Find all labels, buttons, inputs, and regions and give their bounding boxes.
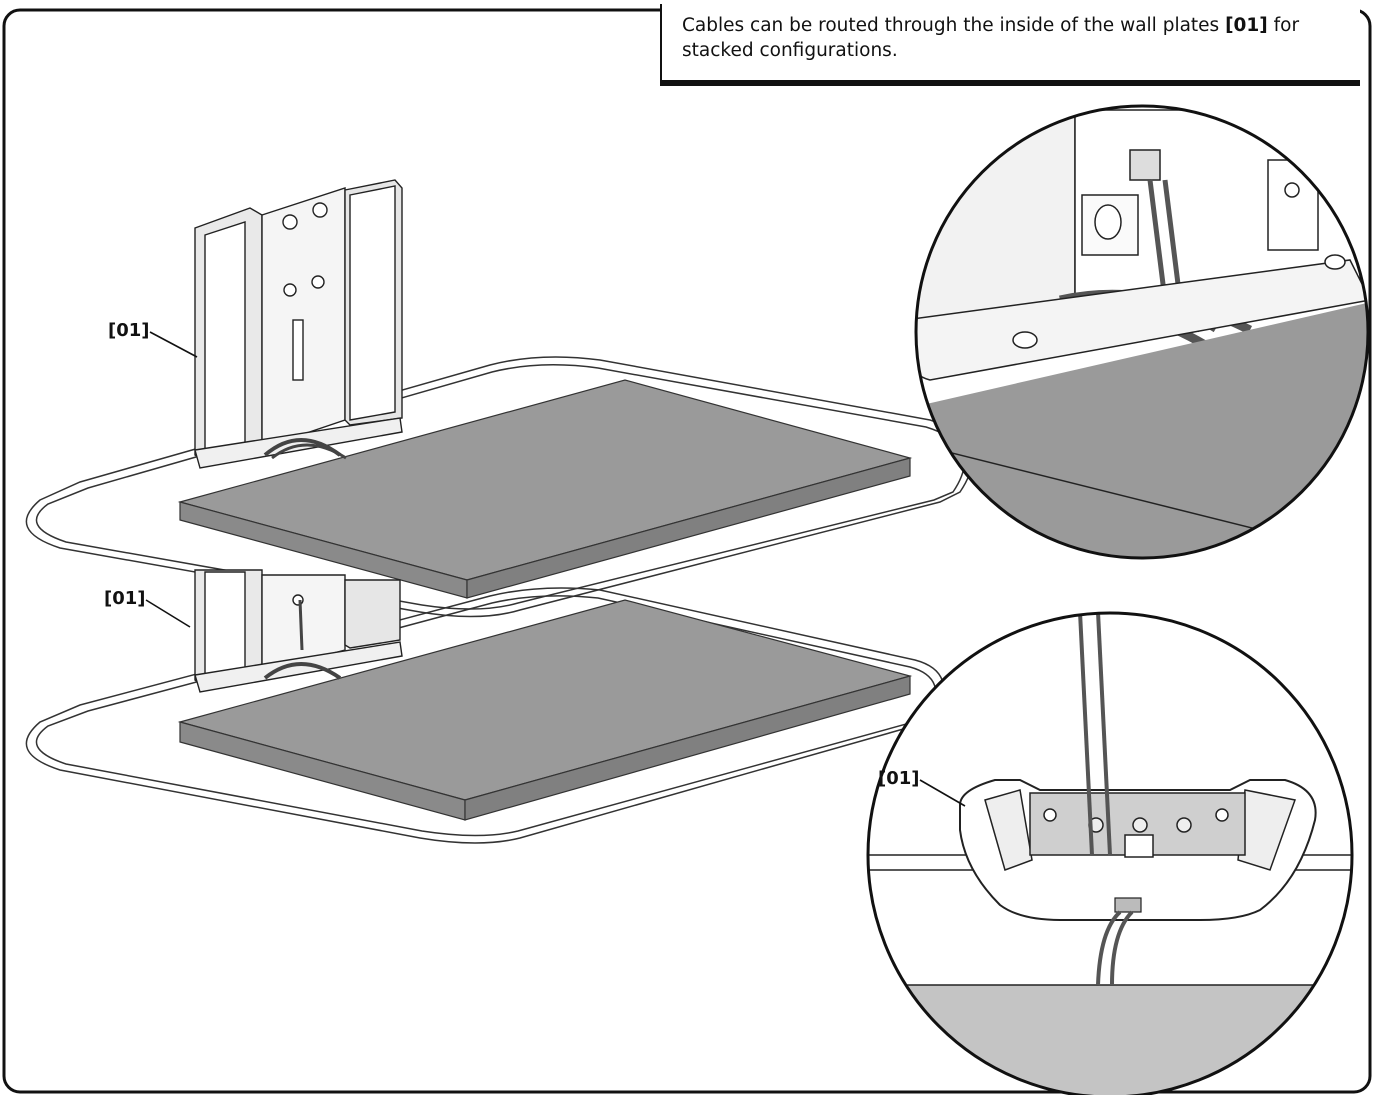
callout-upper-wall-plate: [01] bbox=[108, 320, 150, 341]
upper-leader-line bbox=[149, 331, 198, 358]
upper-wall-plate bbox=[194, 179, 403, 469]
upper-glass-shelf bbox=[25, 356, 973, 618]
instruction-note: Cables can be routed through the inside … bbox=[660, 4, 1360, 86]
detail-circle-top bbox=[914, 104, 1370, 560]
detail-circle-bottom bbox=[866, 611, 1354, 1095]
note-ref: [01] bbox=[1225, 15, 1268, 36]
callout-lower-wall-plate: [01] bbox=[104, 588, 146, 609]
note-text-after: for stacked configurations. bbox=[682, 15, 1300, 61]
lower-wall-plate bbox=[194, 569, 403, 693]
callout-detail-wall-plate: [01] bbox=[878, 768, 920, 789]
upper-shelf-board bbox=[177, 379, 913, 599]
lower-leader-line bbox=[145, 599, 191, 628]
detail-leader-line bbox=[919, 779, 966, 807]
lower-shelf-board bbox=[177, 599, 913, 821]
note-text-before: Cables can be routed through the inside … bbox=[682, 15, 1226, 36]
